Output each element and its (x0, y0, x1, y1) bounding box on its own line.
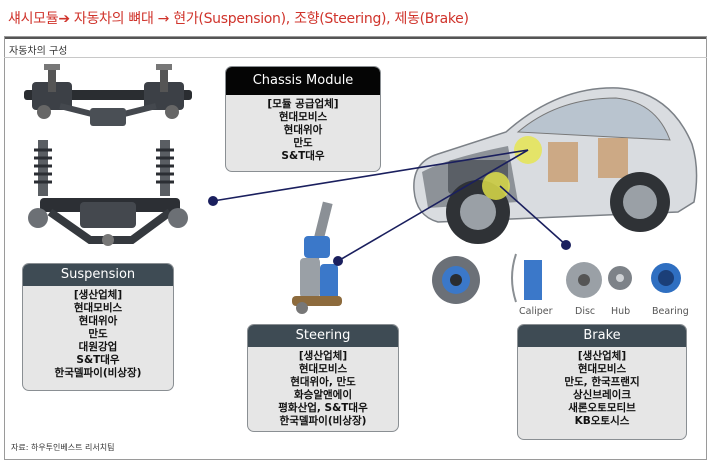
list-item: 새론오토모티브 (568, 402, 636, 414)
figure-subtitle: 자동차의 구성 (9, 46, 68, 57)
list-item: 상신브레이크 (573, 389, 631, 401)
steering-title: Steering (248, 325, 398, 347)
list-item: 한국델파이(비상장) (279, 415, 367, 427)
brake-title: Brake (518, 325, 686, 347)
brake-list: [생산업체] 현대모비스 만도, 한국프랜지 상신브레이크 새론오토모티브 KB… (518, 347, 686, 428)
list-item: 대원강업 (78, 341, 118, 353)
list-item: 현대위아 (283, 124, 323, 136)
list-item: [생산업체] (73, 289, 123, 301)
list-item: [모듈 공급업체] (267, 98, 339, 110)
brake-part-label-bearing: Bearing (652, 306, 689, 317)
chassis-module-list: [모듈 공급업체] 현대모비스 현대위아 만도 S&T대우 (226, 95, 380, 163)
suspension-top-image (24, 64, 192, 126)
list-item: 현대모비스 (577, 363, 627, 375)
brake-parts-image (432, 253, 681, 304)
list-item: S&T대우 (76, 354, 120, 366)
figure-frame (4, 36, 707, 460)
steering-column-image (292, 201, 342, 314)
list-item: [생산업체] (298, 350, 348, 362)
brake-part-label-disc: Disc (575, 306, 596, 317)
list-item: [생산업체] (577, 350, 627, 362)
suspension-list: [생산업체] 현대모비스 현대위아 만도 대원강업 S&T대우 한국델파이(비상… (23, 286, 173, 380)
suspension-box: Suspension [생산업체] 현대모비스 현대위아 만도 대원강업 S&T… (22, 263, 174, 391)
list-item: S&T대우 (281, 150, 325, 162)
list-item: 평화산업, S&T대우 (278, 402, 368, 414)
list-item: 만도, 한국프랜지 (564, 376, 640, 388)
brake-box: Brake [생산업체] 현대모비스 만도, 한국프랜지 상신브레이크 새론오토… (517, 324, 687, 440)
list-item: 만도 (88, 328, 108, 340)
suspension-title: Suspension (23, 264, 173, 286)
list-item: 현대위아, 만도 (290, 376, 356, 388)
chassis-module-title: Chassis Module (226, 67, 380, 95)
suspension-bottom-image (28, 140, 188, 246)
list-item: 현대모비스 (298, 363, 348, 375)
steering-list: [생산업체] 현대모비스 현대위아, 만도 화승알앤에이 평화산업, S&T대우… (248, 347, 398, 428)
steering-box: Steering [생산업체] 현대모비스 현대위아, 만도 화승알앤에이 평화… (247, 324, 399, 432)
page-title: 섀시모듈➔ 자동차의 뼈대 → 현가(Suspension), 조향(Steer… (8, 11, 469, 27)
source-note: 자료: 하우투인베스트 리서치팀 (11, 443, 115, 452)
list-item: 만도 (293, 137, 313, 149)
list-item: 한국델파이(비상장) (54, 367, 142, 379)
list-item: 현대위아 (78, 315, 118, 327)
list-item: KB오토시스 (574, 415, 630, 427)
list-item: 현대모비스 (278, 111, 328, 123)
chassis-module-box: Chassis Module [모듈 공급업체] 현대모비스 현대위아 만도 S… (225, 66, 381, 172)
subtitle-divider (4, 57, 707, 58)
brake-part-label-caliper: Caliper (519, 306, 553, 317)
brake-part-label-hub: Hub (611, 306, 631, 317)
car-cutaway-image (413, 87, 698, 244)
list-item: 화승알앤에이 (294, 389, 352, 401)
list-item: 현대모비스 (73, 302, 123, 314)
